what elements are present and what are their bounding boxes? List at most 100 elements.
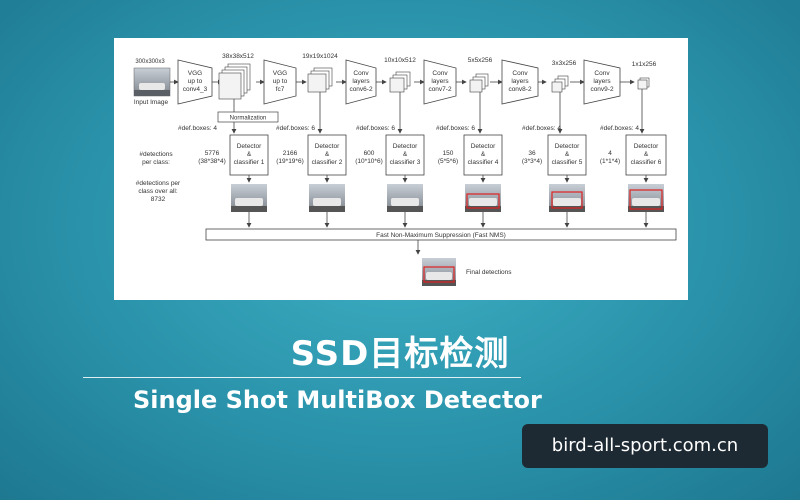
- svg-text:Conv: Conv: [432, 70, 448, 77]
- count-3: 600 (10*10*6): [355, 150, 382, 165]
- title-divider: [83, 377, 521, 378]
- ssd-architecture-diagram: 300x300x3 Input Image VGG up to conv4_3 …: [114, 38, 688, 300]
- svg-text:layers: layers: [431, 78, 449, 85]
- svg-text:up to: up to: [188, 78, 203, 85]
- detection-thumb-5: [549, 184, 585, 212]
- svg-text:Detector: Detector: [634, 143, 659, 150]
- fast-nms-bar: Fast Non-Maximum Suppression (Fast NMS): [205, 228, 677, 241]
- svg-text:layers: layers: [352, 78, 370, 85]
- svg-text:(19*19*6): (19*19*6): [276, 158, 303, 165]
- detection-thumb-4: [465, 184, 501, 212]
- block-vgg-fc7: VGG up to fc7: [263, 59, 297, 105]
- svg-text:(1*1*4): (1*1*4): [600, 158, 620, 165]
- svg-text:classifier 2: classifier 2: [312, 159, 343, 166]
- watermark-badge: bird-all-sport.com.cn: [522, 424, 768, 468]
- svg-text:layers: layers: [511, 78, 529, 85]
- svg-text:Normalization: Normalization: [230, 116, 267, 122]
- svg-text:up to: up to: [273, 78, 288, 85]
- svg-text:(10*10*6): (10*10*6): [355, 158, 382, 165]
- final-detection-thumb: [422, 258, 456, 286]
- block-conv7-2: Conv layers conv7-2: [423, 59, 457, 105]
- detection-thumb-3: [387, 184, 423, 212]
- svg-text:&: &: [247, 151, 252, 158]
- svg-text:4: 4: [608, 150, 612, 157]
- feature-map-6: [637, 77, 650, 90]
- svg-text:conv8-2: conv8-2: [508, 86, 532, 93]
- svg-text:(3*3*4): (3*3*4): [522, 158, 542, 165]
- count-6: 4 (1*1*4): [600, 150, 620, 165]
- feature-map-3-size: 10x10x512: [384, 57, 416, 64]
- feature-map-1-size: 38x38x512: [222, 53, 254, 60]
- block-vgg-conv4-3: VGG up to conv4_3: [177, 59, 213, 105]
- detector-classifier-5: Detector & classifier 5: [547, 134, 587, 176]
- def-boxes-4: #def.boxes: 6: [436, 125, 475, 132]
- final-detections-label: Final detections: [466, 269, 512, 276]
- svg-text:Fast Non-Maximum Suppression (: Fast Non-Maximum Suppression (Fast NMS): [376, 232, 506, 239]
- detector-classifier-6: Detector & classifier 6: [625, 134, 667, 176]
- svg-text:&: &: [644, 151, 649, 158]
- feature-map-4-size: 5x5x256: [468, 57, 493, 64]
- svg-text:Conv: Conv: [594, 70, 610, 77]
- block-conv8-2: Conv layers conv8-2: [501, 59, 539, 105]
- svg-text:&: &: [481, 151, 486, 158]
- total-label-2: class over all:: [138, 188, 178, 195]
- def-boxes-3: #def.boxes: 6: [356, 125, 395, 132]
- feature-map-4: [469, 73, 489, 93]
- def-boxes-1: #def.boxes: 4: [178, 125, 217, 132]
- svg-text:&: &: [565, 151, 570, 158]
- title-chinese: SSD目标检测: [290, 334, 510, 374]
- feature-map-5: [551, 75, 569, 93]
- svg-text:(5*5*6): (5*5*6): [438, 158, 458, 165]
- block-conv9-2: Conv layers conv9-2: [583, 59, 621, 105]
- svg-text:classifier 5: classifier 5: [552, 159, 583, 166]
- svg-text:classifier 1: classifier 1: [234, 159, 265, 166]
- svg-text:150: 150: [443, 150, 454, 157]
- svg-text:600: 600: [364, 150, 375, 157]
- detector-classifier-3: Detector & classifier 3: [385, 134, 425, 176]
- svg-text:classifier 6: classifier 6: [631, 159, 662, 166]
- svg-text:fc7: fc7: [276, 86, 285, 93]
- svg-text:VGG: VGG: [273, 70, 287, 77]
- svg-text:conv6-2: conv6-2: [349, 86, 373, 93]
- feature-map-2: [307, 67, 333, 93]
- detection-thumb-6: [628, 184, 664, 212]
- svg-text:Detector: Detector: [471, 143, 496, 150]
- total-label-1: #detections per: [136, 180, 181, 187]
- svg-text:&: &: [325, 151, 330, 158]
- svg-text:conv7-2: conv7-2: [428, 86, 452, 93]
- svg-text:2166: 2166: [283, 150, 298, 157]
- feature-map-2-size: 19x19x1024: [302, 53, 338, 60]
- svg-text:36: 36: [528, 150, 536, 157]
- svg-text:classifier 4: classifier 4: [468, 159, 499, 166]
- svg-text:layers: layers: [593, 78, 611, 85]
- feature-map-6-size: 1x1x256: [632, 61, 657, 68]
- input-image-label: Input Image: [134, 99, 169, 106]
- svg-text:Detector: Detector: [393, 143, 418, 150]
- total-count: 8732: [151, 196, 166, 203]
- svg-text:(38*38*4): (38*38*4): [198, 158, 225, 165]
- svg-text:Detector: Detector: [555, 143, 580, 150]
- detector-classifier-4: Detector & classifier 4: [463, 134, 503, 176]
- svg-text:VGG: VGG: [188, 70, 202, 77]
- input-image-thumbnail: [133, 67, 171, 97]
- svg-text:5776: 5776: [205, 150, 220, 157]
- svg-text:classifier 3: classifier 3: [390, 159, 421, 166]
- svg-text:Conv: Conv: [353, 70, 369, 77]
- input-size-label: 300x300x3: [135, 59, 165, 65]
- title-english: Single Shot MultiBox Detector: [133, 386, 542, 414]
- svg-text:conv4_3: conv4_3: [183, 86, 208, 93]
- detection-thumb-1: [231, 184, 267, 212]
- svg-text:Detector: Detector: [315, 143, 340, 150]
- count-2: 2166 (19*19*6): [276, 150, 303, 165]
- block-conv6-2: Conv layers conv6-2: [345, 59, 377, 105]
- detections-per-class-label-2: per class:: [142, 159, 170, 166]
- count-4: 150 (5*5*6): [438, 150, 458, 165]
- detector-classifier-1: Detector & classifier 1: [229, 134, 269, 176]
- def-boxes-6: #def.boxes: 4: [600, 125, 639, 132]
- detections-per-class-label-1: #detections: [139, 151, 173, 158]
- count-5: 36 (3*3*4): [522, 150, 542, 165]
- def-boxes-2: #def.boxes: 6: [276, 125, 315, 132]
- def-boxes-5: #def.boxes: 4: [522, 125, 561, 132]
- svg-text:&: &: [403, 151, 408, 158]
- feature-map-3: [389, 71, 411, 93]
